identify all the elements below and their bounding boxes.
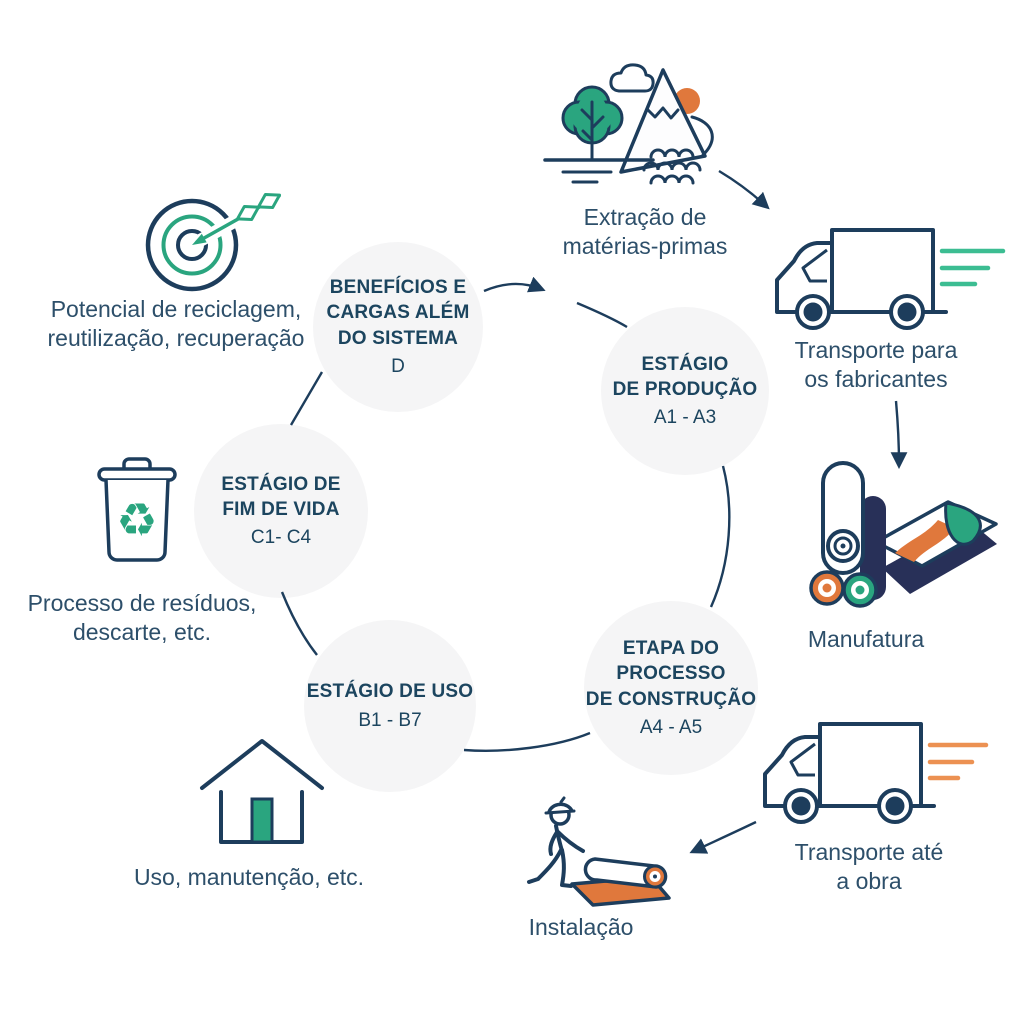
stage-title-line: BENEFÍCIOS E — [329, 277, 467, 299]
stage-code: A4 - A5 — [639, 716, 703, 738]
stage-benefits-beyond-system: BENEFÍCIOS E CARGAS ALÉM DO SISTEMA D — [313, 242, 483, 412]
stage-production: ESTÁGIO DE PRODUÇÃO A1 - A3 — [601, 307, 769, 475]
stage-title-line: DE CONSTRUÇÃO — [585, 688, 757, 710]
stage-title-line: ETAPA DO — [622, 638, 720, 660]
caption-transport-to-manufacturers: Transporte para os fabricantes — [794, 337, 958, 392]
target-dart-icon — [145, 187, 289, 292]
nature-landscape-icon — [543, 63, 714, 185]
stage-title-line: ESTÁGIO — [641, 353, 729, 375]
cycle-arc-left — [280, 591, 318, 656]
stage-title-line: DE PRODUÇÃO — [612, 378, 758, 400]
recycling-symbol-icon: ♻ — [116, 493, 157, 547]
cycle-arrow-benefits-to-production — [483, 276, 546, 293]
speed-lines — [927, 742, 989, 781]
stage-title-line: ESTÁGIO DE USO — [306, 681, 474, 703]
stage-construction-process: ETAPA DO PROCESSO DE CONSTRUÇÃO A4 - A5 — [584, 601, 758, 775]
caption-waste-processing: Processo de resíduos, descarte, etc. — [27, 590, 257, 645]
recycle-bin-icon: ♻ — [97, 457, 177, 562]
caption-installation: Instalação — [528, 914, 634, 940]
stage-code: A1 - A3 — [653, 407, 717, 429]
stage-title-line: PROCESSO — [616, 663, 726, 685]
cycle-arc-bottom — [463, 731, 591, 752]
stage-title-line: DO SISTEMA — [337, 327, 459, 349]
caption-use-maintenance: Uso, manutenção, etc. — [133, 864, 365, 890]
truck-icon — [775, 228, 1006, 330]
caption-manufacturing: Manufatura — [807, 626, 925, 652]
house-icon — [200, 739, 324, 844]
stage-code: D — [391, 355, 405, 377]
stage-title-line: ESTÁGIO DE — [221, 473, 341, 495]
caption-transport-to-site: Transporte até a obra — [794, 839, 944, 894]
stage-end-of-life: ESTÁGIO DE FIM DE VIDA C1- C4 — [194, 424, 368, 598]
arrow-truck-to-manufacturing — [890, 400, 908, 470]
caption-raw-material-extraction: Extração de matérias-primas — [562, 204, 728, 259]
truck-icon — [763, 722, 989, 824]
carpet-rolls-icon — [809, 461, 998, 608]
stage-title-line: FIM DE VIDA — [222, 498, 340, 520]
cycle-arc-right — [709, 465, 731, 608]
stage-title-line: CARGAS ALÉM — [326, 302, 470, 324]
speed-lines — [939, 248, 1006, 287]
cycle-line-upper-left — [289, 371, 324, 426]
stage-code: C1- C4 — [250, 527, 312, 549]
installer-worker-icon — [527, 796, 671, 907]
arrow-truck-to-installation — [689, 820, 757, 854]
caption-recycling-potential: Potencial de reciclagem, reutilização, r… — [47, 296, 305, 351]
stage-use: ESTÁGIO DE USO B1 - B7 — [304, 620, 476, 792]
cycle-arc-top-right — [576, 301, 628, 329]
stage-code: B1 - B7 — [358, 709, 422, 731]
